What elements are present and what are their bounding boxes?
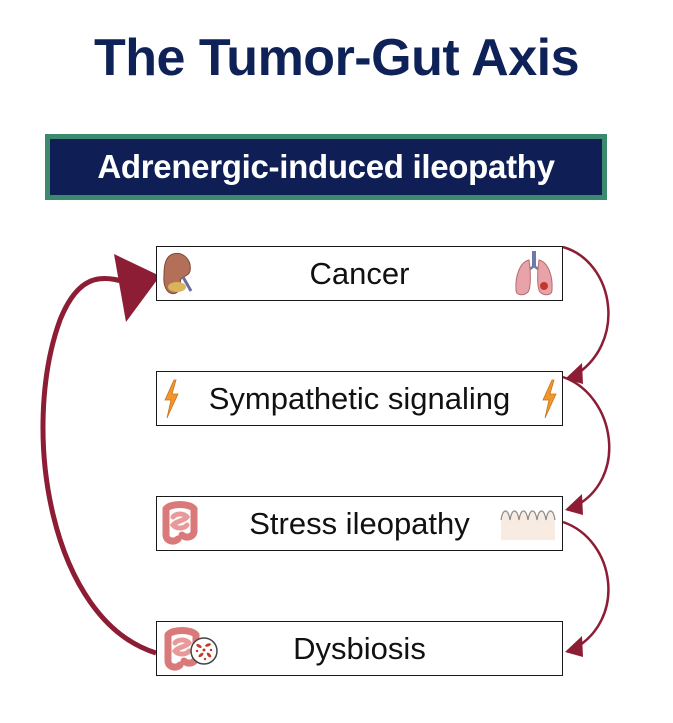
arrowhead-stress (565, 494, 583, 515)
villi-icon (500, 510, 556, 540)
arrow-sympathetic-to-stress (562, 375, 611, 510)
lungs-icon (515, 251, 553, 296)
node-label-cancer: Cancer (309, 255, 410, 291)
lightning-icon (542, 379, 557, 419)
subtitle-banner: Adrenergic-induced ileopathy (45, 134, 607, 200)
intestine-icon (162, 501, 198, 545)
bacteria-icon (190, 637, 218, 665)
kidney-icon (163, 252, 193, 295)
lightning-icon (164, 379, 179, 419)
arrowhead-cancer (114, 254, 160, 322)
node-cancer: Cancer (156, 246, 563, 301)
arrowhead-dysbiosis (565, 636, 583, 657)
node-label-stress-ileopathy: Stress ileopathy (249, 505, 470, 541)
node-label-sympathetic-signaling: Sympathetic signaling (208, 380, 511, 416)
arrow-dysbiosis-to-cancer (40, 275, 157, 656)
node-sympathetic-signaling: Sympathetic signaling (156, 371, 563, 426)
node-label-dysbiosis: Dysbiosis (293, 630, 426, 666)
arrow-stress-to-dysbiosis (562, 520, 610, 652)
subtitle-text: Adrenergic-induced ileopathy (97, 148, 555, 185)
arrow-cancer-to-sympathetic (562, 245, 610, 379)
node-dysbiosis: Dysbiosis (156, 621, 563, 676)
node-stress-ileopathy: Stress ileopathy (156, 496, 563, 551)
diagram-title: The Tumor-Gut Axis (94, 29, 580, 87)
